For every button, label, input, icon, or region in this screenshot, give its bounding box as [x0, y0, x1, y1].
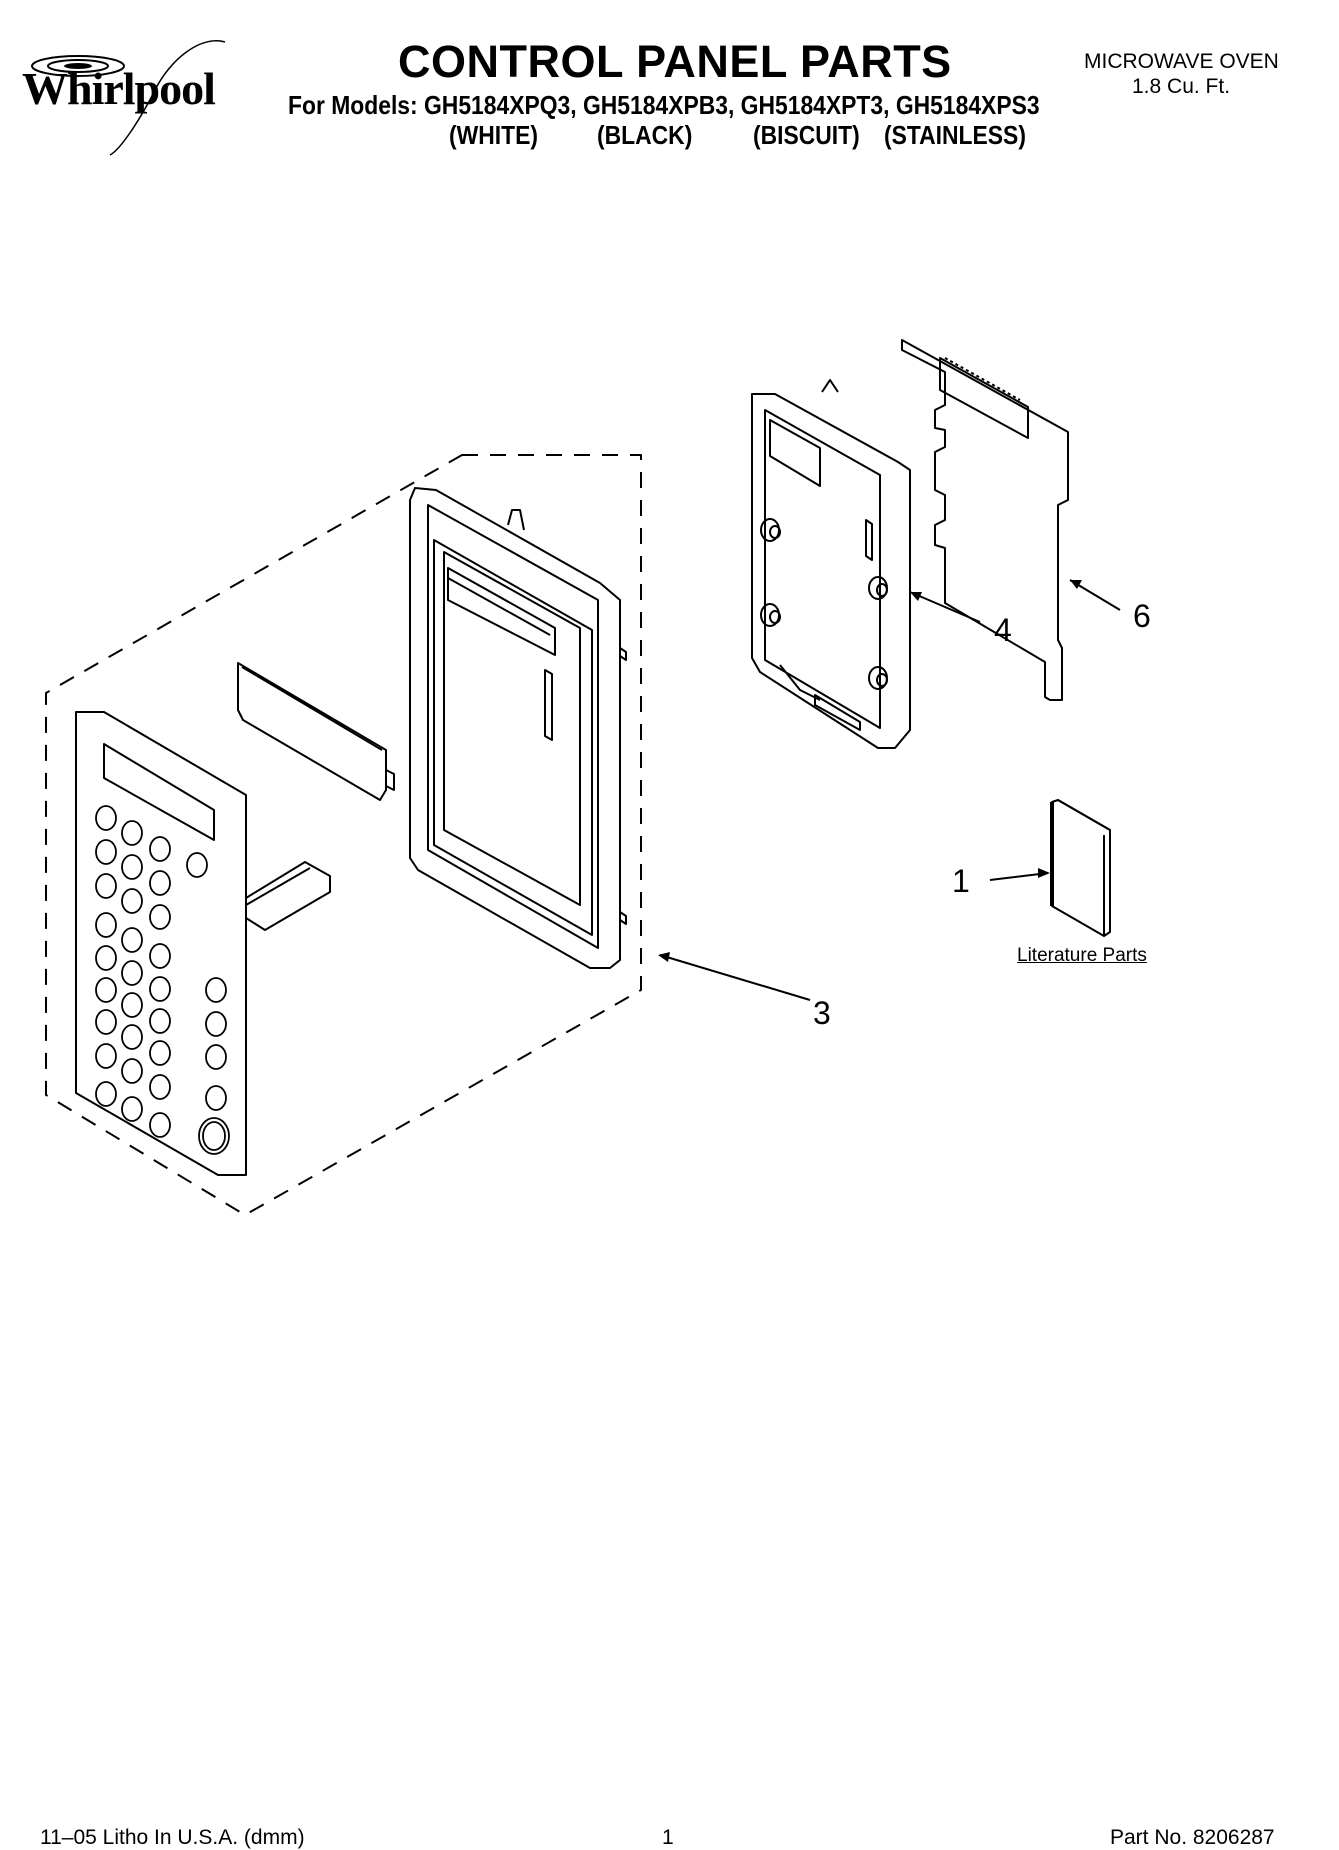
- literature-booklet: [1050, 799, 1111, 937]
- leader-lines: [659, 579, 1121, 1001]
- model-list: For Models: GH5184XPQ3, GH5184XPB3, GH51…: [288, 90, 1040, 120]
- control-board: [901, 339, 1069, 701]
- footer-page-number: 1: [662, 1826, 674, 1849]
- literature-parts-label: Literature Parts: [1017, 945, 1147, 966]
- color-stainless: (STAINLESS): [884, 120, 1026, 150]
- keypad-membrane: [75, 711, 331, 1176]
- brand-logo: Whirlpool: [22, 63, 216, 114]
- assembly-3-dashed-outline: [45, 454, 642, 1216]
- whirlpool-logo-swirl: [31, 40, 226, 156]
- color-black: (BLACK): [597, 120, 693, 150]
- product-type: MICROWAVE OVEN: [1084, 50, 1279, 73]
- callout-6: 6: [1133, 598, 1151, 634]
- callout-1: 1: [952, 863, 970, 899]
- control-panel-frame: [409, 487, 627, 969]
- callout-3: 3: [813, 995, 831, 1031]
- color-biscuit: (BISCUIT): [753, 120, 860, 150]
- color-white: (WHITE): [449, 120, 538, 150]
- callout-4: 4: [994, 612, 1012, 648]
- page-title: CONTROL PANEL PARTS: [398, 36, 952, 87]
- display-window: [237, 662, 395, 801]
- footer-litho: 11–05 Litho In U.S.A. (dmm): [40, 1826, 305, 1849]
- footer-part-number: Part No. 8206287: [1110, 1826, 1275, 1849]
- product-capacity: 1.8 Cu. Ft.: [1132, 75, 1231, 98]
- control-bracket: [751, 379, 911, 749]
